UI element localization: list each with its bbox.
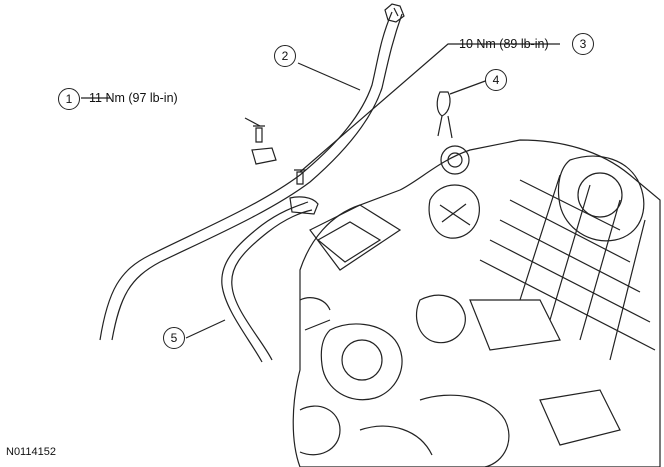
leader-2 (297, 62, 361, 91)
callout-1-number: 1 (58, 88, 80, 110)
callout-4-number: 4 (485, 69, 507, 91)
callout-5-number: 5 (163, 327, 185, 349)
leader-5 (185, 319, 226, 339)
leader-3 (299, 43, 560, 173)
dipstick-tube-outer (99, 11, 393, 341)
secondary-tube (221, 201, 309, 363)
callout-3-torque: 10 Nm (89 lb-in) (459, 37, 549, 51)
oil-fill-cap (436, 91, 451, 117)
leader-4 (449, 79, 489, 95)
bolt-3 (294, 169, 306, 185)
engine-outline (292, 139, 661, 467)
leader-1 (81, 97, 261, 127)
dipstick-tube-inner (111, 13, 403, 341)
dipstick-handle (384, 3, 405, 23)
figure-id: N0114152 (6, 446, 56, 458)
bolt-1 (253, 125, 265, 143)
callout-3-number: 3 (572, 33, 594, 55)
callout-1-torque: 11 Nm (97 lb-in) (89, 91, 178, 105)
callout-2-number: 2 (274, 45, 296, 67)
